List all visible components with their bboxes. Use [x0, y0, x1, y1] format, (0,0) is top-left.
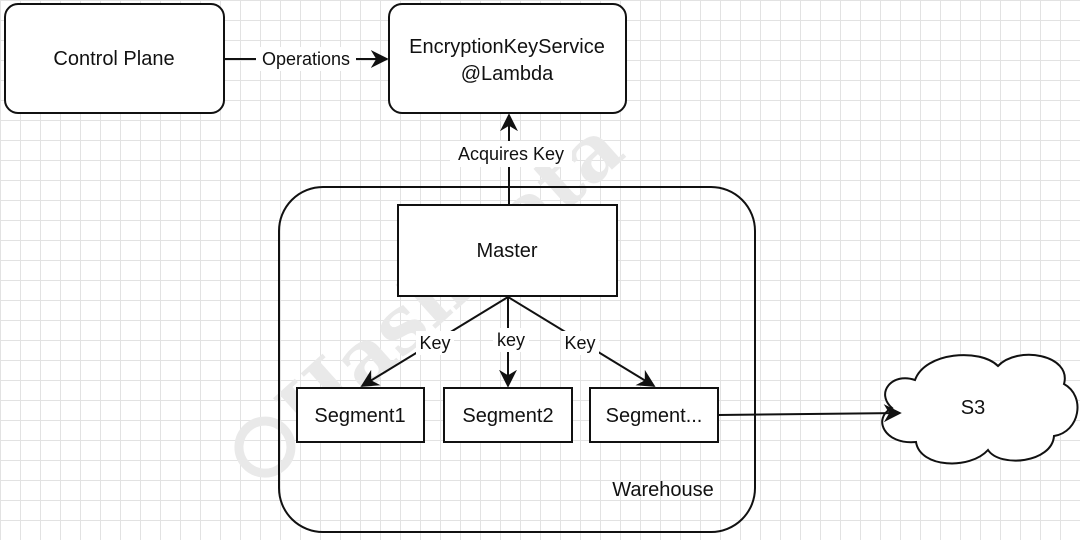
edge-key-left-label: Key: [419, 333, 450, 353]
encryption-key-service-box[interactable]: [388, 3, 627, 114]
edge-key-middle-label-bg: [493, 328, 529, 352]
segment2-label: Segment2: [462, 405, 553, 427]
encryption-key-service-label-line1: EncryptionKeyService: [409, 36, 605, 58]
edge-operations-label-bg: [256, 47, 356, 71]
segment3-box[interactable]: [589, 387, 719, 443]
edge-key-right-label: Key: [564, 333, 595, 353]
edge-acquires-key-label-bg: [450, 141, 572, 167]
encryption-key-service-label-line2: @Lambda: [461, 63, 554, 85]
segment1-label: Segment1: [314, 405, 405, 427]
control-plane-label: Control Plane: [53, 48, 174, 70]
edge-key-right-label-bg: [561, 331, 599, 355]
segment3-label: Segment...: [606, 405, 703, 427]
s3-label: S3: [961, 397, 985, 419]
edge-key-left-label-bg: [416, 331, 454, 355]
segment1-box[interactable]: [296, 387, 425, 443]
master-label: Master: [476, 240, 537, 262]
edge-operations-label: Operations: [262, 49, 350, 69]
master-box[interactable]: [397, 204, 618, 297]
warehouse-label: Warehouse: [612, 479, 714, 501]
segment2-box[interactable]: [443, 387, 573, 443]
warehouse-container[interactable]: [278, 186, 756, 533]
s3-cloud[interactable]: [881, 353, 1079, 465]
edge-key-middle-label: key: [497, 330, 525, 350]
edge-acquires-key-label: Acquires Key: [458, 144, 564, 164]
edge-segment-to-s3: [717, 404, 902, 423]
